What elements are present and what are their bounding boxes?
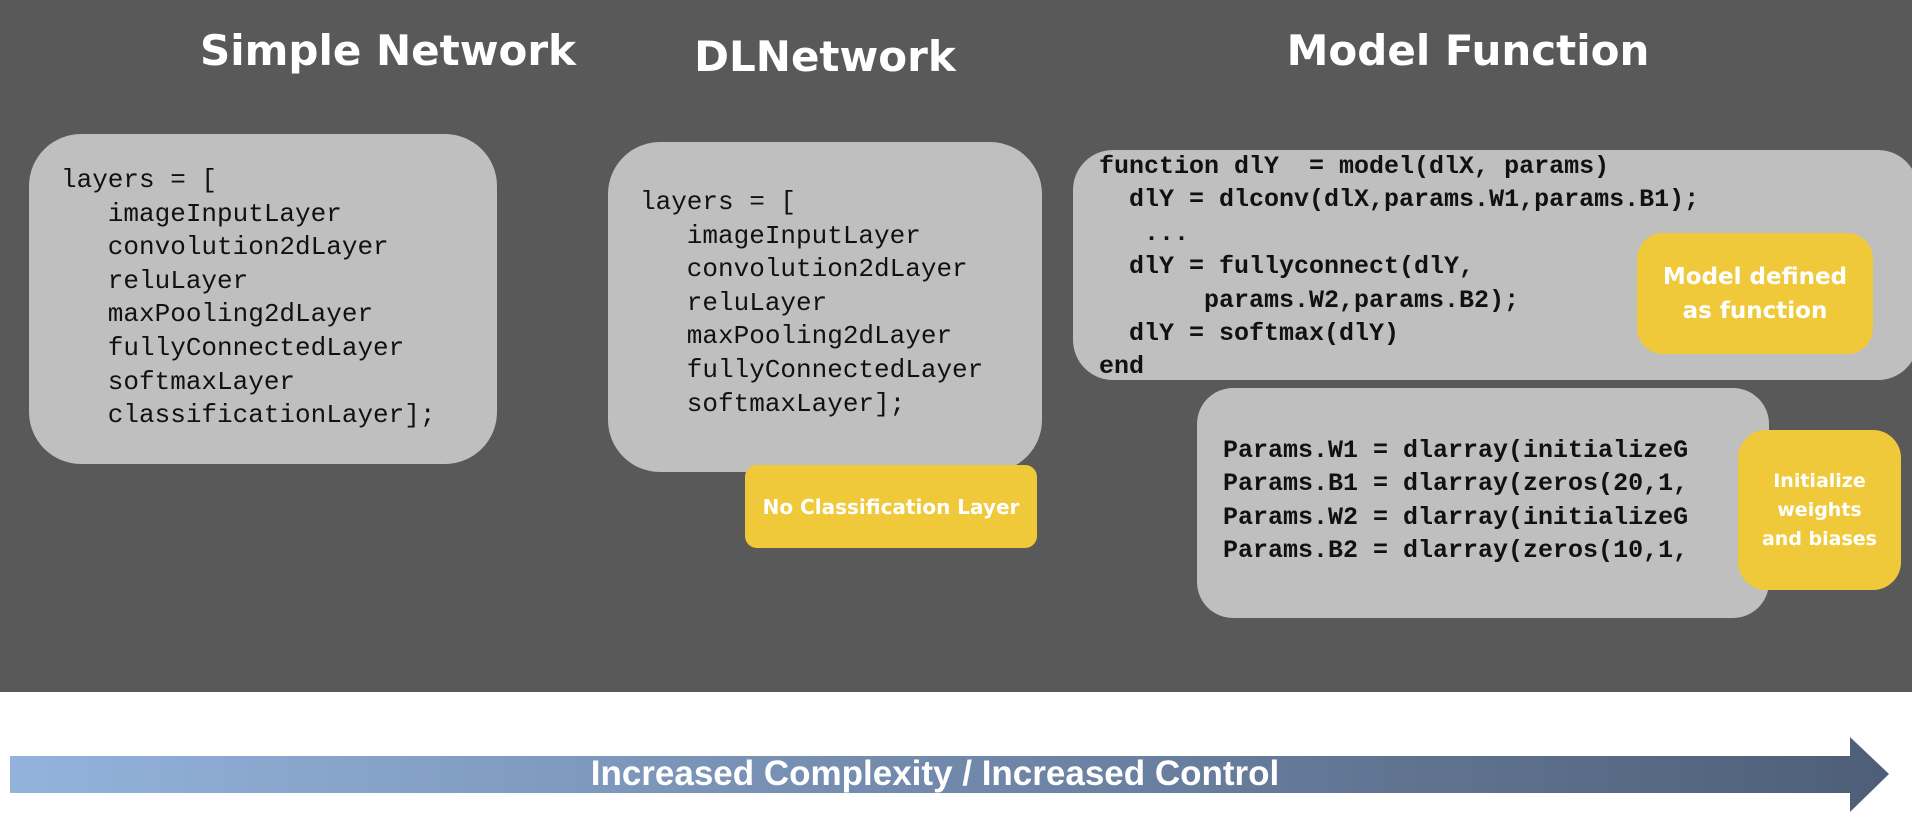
code-line: convolution2dLayer [640,254,968,285]
code-line: dlY = fullyconnect(dlY, [1099,252,1475,282]
initialize-weights-callout: Initialize weights and biases [1738,430,1901,590]
code-line: imageInputLayer [61,198,342,229]
code-line: reluLayer [61,265,249,296]
code-line: maxPooling2dLayer [61,299,374,330]
code-line: function dlY = model(dlX, params) [1099,152,1610,181]
model-function-code: function dlY = model(dlX, params) dlY = … [1099,150,1699,384]
code-line: end [1099,352,1145,382]
code-line: fullyConnectedLayer [640,354,984,385]
arrow-shape [10,737,1889,812]
simple-network-title: Simple Network [200,26,576,75]
diagram-stage: Simple Network DLNetwork Model Function … [0,0,1912,692]
code-line: layers = [ [61,165,218,195]
code-line: layers = [ [640,187,797,217]
code-line: convolution2dLayer [61,232,389,263]
code-line: maxPooling2dLayer [640,321,953,352]
model-defined-as-function-callout: Model defined as function [1637,233,1873,354]
code-line: imageInputLayer [640,220,921,251]
dlnetwork-code-box: layers = [ imageInputLayer convolution2d… [608,142,1042,472]
code-line: dlY = dlconv(dlX,params.W1,params.B1); [1099,185,1700,215]
code-line: reluLayer [640,287,828,318]
code-line: params.W2,params.B2); [1099,285,1520,315]
complexity-arrow [10,737,1889,812]
code-line: Params.B1 = dlarray(zeros(20,1, [1223,469,1689,499]
dlnetwork-code: layers = [ imageInputLayer convolution2d… [640,186,983,421]
params-code: Params.W1 = dlarray(initializeG Params.B1… [1223,434,1688,568]
no-classification-layer-callout: No Classification Layer [745,465,1037,548]
dlnetwork-title: DLNetwork [694,32,956,81]
code-line: dlY = softmax(dlY) [1099,319,1400,349]
code-line: Params.B2 = dlarray(zeros(10,1, [1223,536,1689,566]
code-line: ... [1099,218,1190,248]
simple-network-code: layers = [ imageInputLayer convolution2d… [61,164,435,433]
code-line: Params.W1 = dlarray(initializeG [1223,436,1689,465]
code-line: fullyConnectedLayer [61,332,405,363]
code-line: Params.W2 = dlarray(initializeG [1223,502,1689,532]
arrow-label: Increased Complexity / Increased Control [590,754,1280,793]
model-function-title: Model Function [1286,26,1650,75]
code-line: softmaxLayer [61,366,296,397]
params-code-box: Params.W1 = dlarray(initializeG Params.B1… [1197,388,1769,618]
code-line: classificationLayer]; [61,400,436,431]
code-line: softmaxLayer]; [640,388,906,419]
simple-network-code-box: layers = [ imageInputLayer convolution2d… [29,134,497,464]
